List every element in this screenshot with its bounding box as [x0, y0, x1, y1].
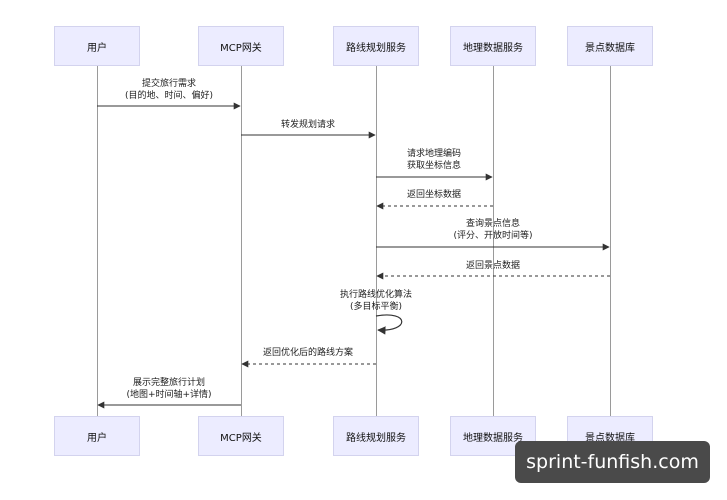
- participant-route-top: 路线规划服务: [333, 26, 419, 66]
- lifeline-gateway: [241, 66, 242, 416]
- participant-user-top: 用户: [54, 26, 140, 66]
- lifeline-geo: [493, 66, 494, 416]
- message-label-m3: 请求地理编码获取坐标信息: [406, 149, 462, 171]
- lifeline-user: [97, 66, 98, 416]
- watermark-badge: sprint-funfish.com: [515, 441, 710, 483]
- participant-user-bottom: 用户: [54, 416, 140, 456]
- arrow-m7-self: [375, 314, 403, 335]
- message-label-m9: 展示完整旅行计划(地图+时间轴+详情): [126, 378, 212, 400]
- participant-route-bottom: 路线规划服务: [333, 416, 419, 456]
- participant-gateway-bottom: MCP网关: [198, 416, 284, 456]
- participant-geo-top: 地理数据服务: [450, 26, 536, 66]
- lifeline-poi: [610, 66, 611, 416]
- participant-gateway-top: MCP网关: [198, 26, 284, 66]
- participant-poi-top: 景点数据库: [567, 26, 653, 66]
- message-label-m8: 返回优化后的路线方案: [262, 348, 354, 358]
- message-label-m2: 转发规划请求: [280, 120, 336, 130]
- message-label-m5: 查询景点信息(评分、开放时间等): [453, 219, 533, 241]
- message-label-m6: 返回景点数据: [465, 261, 521, 271]
- message-label-m7: 执行路线优化算法(多目标平衡): [339, 290, 413, 312]
- message-label-m1: 提交旅行需求(目的地、时间、偏好): [124, 79, 214, 101]
- message-label-m4: 返回坐标数据: [406, 190, 462, 200]
- lifeline-route: [376, 66, 377, 416]
